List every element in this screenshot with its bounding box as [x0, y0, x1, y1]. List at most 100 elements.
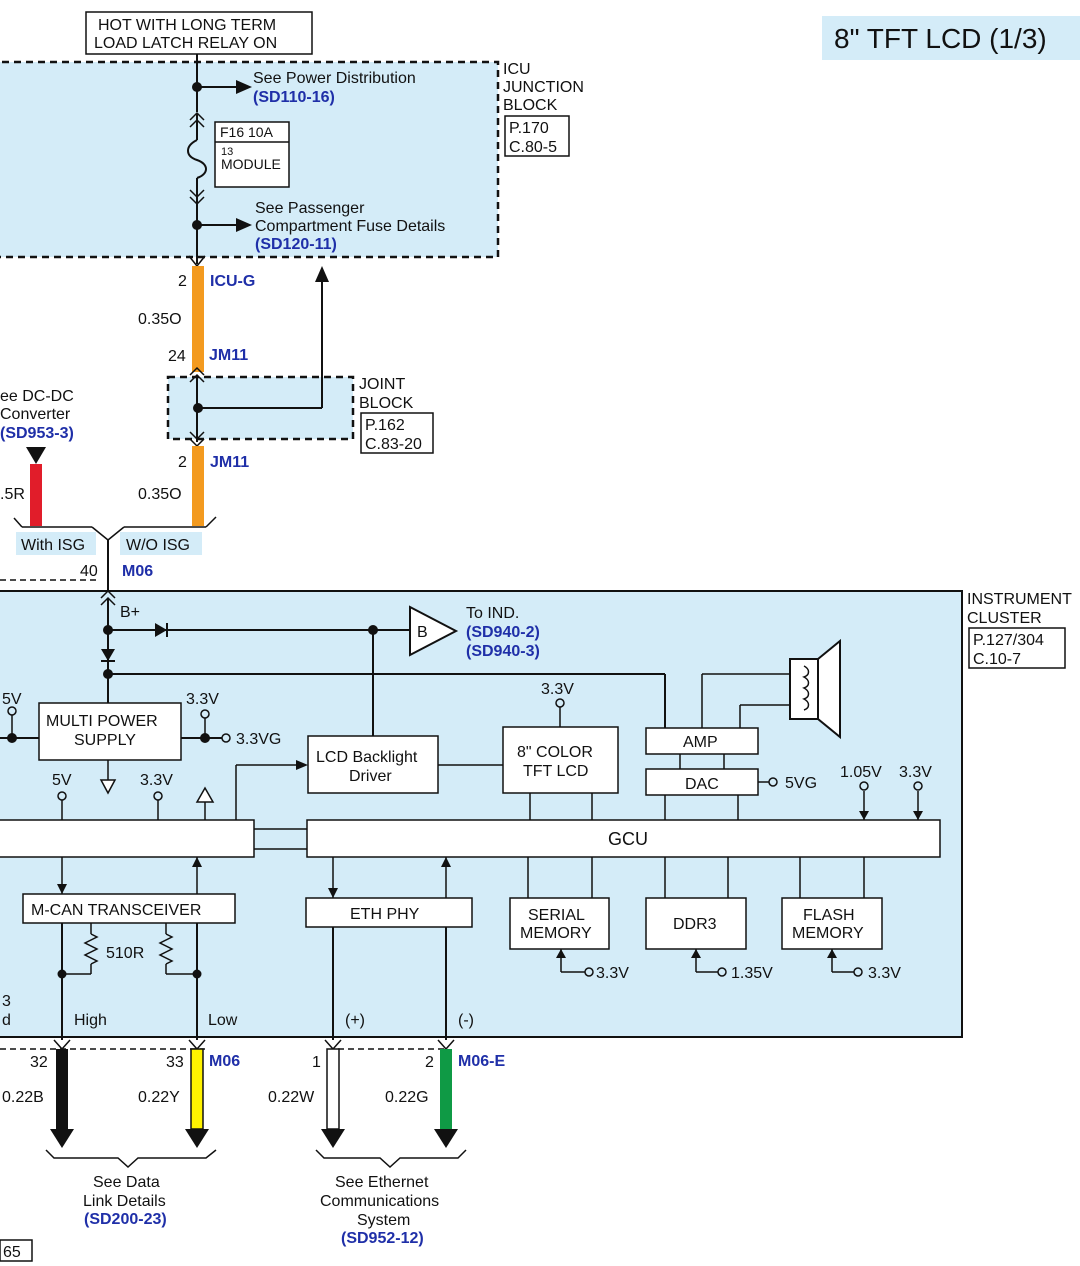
v105: 1.05V [840, 764, 882, 781]
dcdc-ref-code: (SD953-3) [0, 425, 74, 442]
v33-tft: 3.3V [541, 681, 574, 698]
top-note-line1: HOT WITH LONG TERM [98, 17, 276, 34]
joint-block-name-1: JOINT [359, 376, 405, 393]
eth-phy-label: ETH PHY [350, 906, 420, 923]
arrow-right-icon [296, 760, 308, 770]
ethernet-line3: System [357, 1212, 410, 1229]
top-note-line2: LOAD LATCH RELAY ON [94, 35, 277, 52]
dcdc-ref-line1: ee DC-DC [0, 388, 74, 405]
tft-lcd [502, 726, 619, 794]
pin-2: 2 [425, 1054, 434, 1071]
diode-icon [155, 623, 167, 637]
dcdc-ref-line2: Converter [0, 406, 71, 423]
ground-icon [99, 779, 117, 795]
joint-block-name-2: BLOCK [359, 395, 414, 412]
data-link-line2: Link Details [83, 1193, 166, 1210]
arrow-down-icon [26, 447, 46, 464]
jm11-top-pin: 24 [168, 348, 186, 365]
red-wire [30, 464, 42, 526]
black-wire-spec: 0.22B [2, 1089, 44, 1106]
green-wire-spec: 0.22G [385, 1089, 429, 1106]
low-label: Low [208, 1012, 238, 1029]
mcan-label: M-CAN TRANSCEIVER [31, 902, 201, 919]
v33-bottom: 3.3V [140, 772, 173, 789]
icu-block-name-2: JUNCTION [503, 79, 584, 96]
joint-block-ref-box [360, 412, 434, 454]
left-fragment-1: 3 [2, 993, 11, 1010]
v33-flash: 3.3V [868, 965, 901, 982]
with-isg-bg [16, 532, 96, 555]
icu-block-ref-page: P.170 [509, 120, 549, 137]
orange-lower-spec: 0.35O [138, 486, 182, 503]
lcd-backlight-line1: LCD Backlight [316, 749, 418, 766]
arrow-down-icon [321, 1129, 345, 1148]
jm11-bottom-name: JM11 [210, 454, 249, 471]
ethernet-bracket [315, 1149, 467, 1169]
arrow-down-icon [434, 1129, 458, 1148]
m06-low-name: M06 [209, 1053, 240, 1070]
joint-block-ref-conn: C.83-20 [365, 436, 422, 453]
arrow-right-icon [236, 80, 252, 94]
title-box [822, 16, 1080, 60]
jm11-bottom-pin: 2 [178, 454, 187, 471]
fuse-box [214, 121, 290, 188]
pin-1: 1 [312, 1054, 321, 1071]
speaker-cone [817, 638, 841, 740]
ddr3-label: DDR3 [673, 916, 717, 933]
fuse-number: 13 [221, 146, 233, 158]
white-wire-spec: 0.22W [268, 1089, 315, 1106]
icu-block-ref-box [504, 115, 570, 157]
fuse-ref-line1: See Passenger [255, 200, 365, 217]
minus-label: (-) [458, 1012, 474, 1029]
arrow-down-icon [185, 1129, 209, 1148]
pin-32: 32 [30, 1054, 48, 1071]
flash-memory-line1: FLASH [803, 907, 855, 924]
serial-memory-line1: SERIAL [528, 907, 585, 924]
top-note-box [85, 11, 313, 55]
white-wire [326, 1048, 340, 1130]
dac-block [645, 768, 759, 796]
ethernet-line2: Communications [320, 1193, 439, 1210]
serial-memory [509, 897, 610, 950]
left-fragment-2: d [2, 1012, 11, 1029]
cluster-name-2: CLUSTER [967, 610, 1042, 627]
icu-g-name: ICU-G [210, 273, 255, 290]
green-wire [440, 1049, 452, 1129]
cluster-ref-conn: C.10-7 [973, 651, 1021, 668]
buffer-label: B [417, 624, 428, 641]
resistor-symbol [83, 933, 99, 965]
up-output-icon [195, 786, 215, 803]
yellow-wire [190, 1048, 204, 1130]
ethernet-code: (SD952-12) [341, 1230, 424, 1247]
icu-block-name-1: ICU [503, 61, 531, 78]
tft-line1: 8" COLOR [517, 744, 593, 761]
fuse-symbol [187, 139, 207, 179]
cluster-ref-box [968, 627, 1066, 669]
mcan-transceiver [22, 893, 236, 924]
v33-serial: 3.3V [596, 965, 629, 982]
yellow-wire-spec: 0.22Y [138, 1089, 180, 1106]
mps-line2: SUPPLY [74, 732, 136, 749]
icu-block-ref-conn: C.80-5 [509, 139, 557, 156]
v5vg: 5VG [785, 775, 817, 792]
v5-bottom: 5V [52, 772, 72, 789]
orange-wire-lower [192, 446, 204, 526]
to-ind-code2: (SD940-3) [466, 643, 540, 660]
eth-phy [305, 897, 473, 928]
v5-left: 5V [2, 691, 22, 708]
diode-icon [101, 649, 115, 661]
gcu-label: GCU [608, 829, 648, 849]
lcd-backlight-line2: Driver [349, 768, 392, 785]
data-link-line1: See Data [93, 1174, 160, 1191]
fuse-name: MODULE [221, 156, 281, 172]
arrow-down-icon [50, 1129, 74, 1148]
amp-block [645, 727, 759, 755]
to-ind-text: To IND. [466, 605, 519, 622]
buffer-symbol [409, 605, 459, 657]
high-label: High [74, 1012, 107, 1029]
dac-label: DAC [685, 776, 719, 793]
orange-wire-upper [192, 266, 204, 372]
v33vg: 3.3VG [236, 731, 281, 748]
black-wire [56, 1049, 68, 1129]
